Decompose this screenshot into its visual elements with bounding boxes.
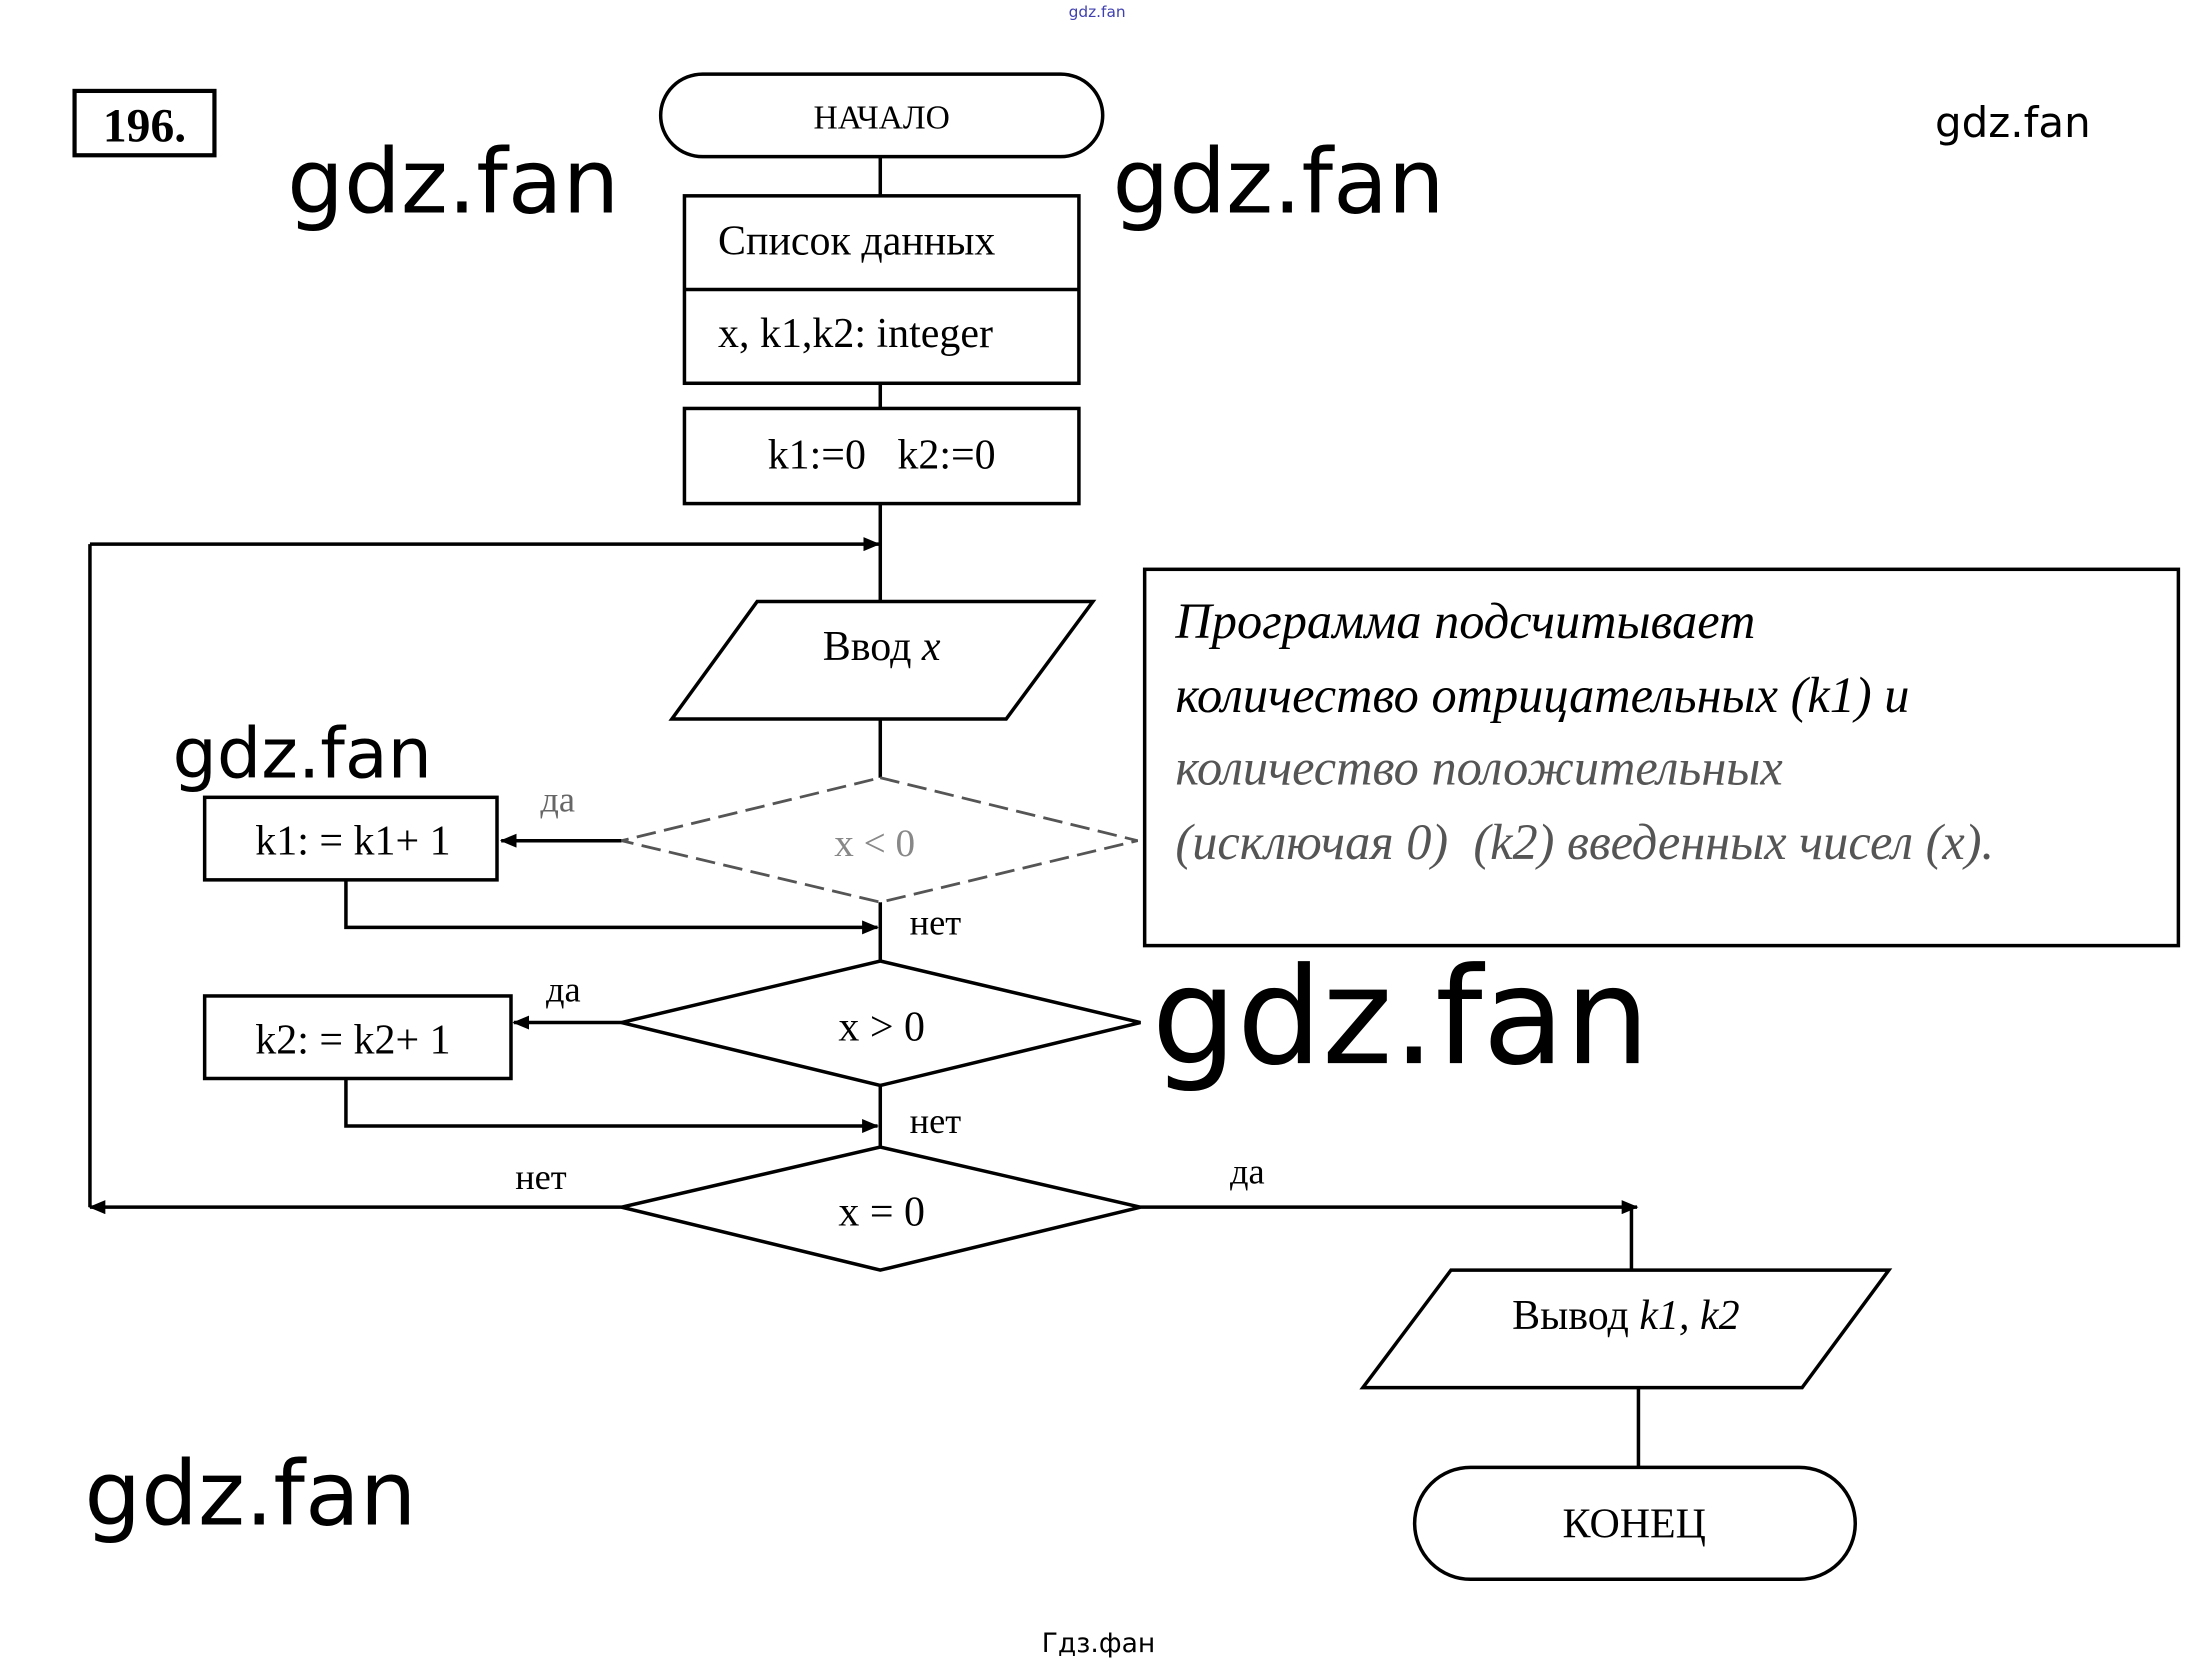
decision-negative-label: x < 0 (834, 822, 915, 865)
decision-negative (621, 776, 1138, 904)
decision-positive (621, 959, 1141, 1088)
end-terminal (1412, 1465, 1858, 1582)
task-number: 196. (103, 100, 186, 152)
increment-k1-block (202, 795, 499, 882)
explanation-line: Программа подсчитывает (1174, 593, 1755, 649)
decision-zero-label: x = 0 (838, 1189, 925, 1235)
watermark: gdz.fan (84, 1443, 416, 1547)
init-label: k1:=0 k2:=0 (768, 433, 996, 479)
yes-label: да (546, 970, 581, 1010)
explanation-line: количество отрицательных (k1) и (1175, 667, 1909, 723)
watermark-top: gdz.fan (1069, 3, 1126, 21)
watermark: gdz.fan (287, 131, 619, 235)
no-label: нет (910, 1101, 962, 1141)
init-block (682, 406, 1081, 506)
watermark: gdz.fan (1935, 98, 2091, 147)
yes-label: да (540, 779, 575, 819)
input-word: Ввод (823, 624, 912, 670)
output-block (1359, 1268, 1893, 1390)
input-block (668, 599, 1097, 721)
explanation-line: (исключая 0) (k2) введенных чисел (x). (1175, 814, 1994, 870)
watermark: gdz.fan (1112, 131, 1444, 235)
task-number-box (72, 88, 217, 158)
watermark-bottom: Гдз.фан (1042, 1628, 1156, 1659)
increment-k1-label: k1: = k1+ 1 (255, 819, 450, 865)
no-label: нет (910, 902, 962, 942)
branch-arrow (344, 879, 879, 935)
output-variables: k1, k2 (1639, 1293, 1739, 1339)
data-declaration: x, k1,k2: integer (718, 311, 993, 357)
data-header: Список данных (718, 219, 995, 265)
branch-arrow (344, 1078, 879, 1134)
input-variable: x (921, 624, 941, 670)
explanation-box (1142, 567, 2181, 948)
explanation-line: количество положительных (1175, 740, 1782, 796)
decision-positive-label: x > 0 (838, 1005, 925, 1051)
end-label: КОНЕЦ (1563, 1501, 1706, 1547)
input-label: Ввод x (823, 624, 941, 670)
start-label: НАЧАЛО (813, 100, 949, 137)
increment-k2-label: k2: = k2+ 1 (255, 1017, 450, 1063)
output-word: Вывод (1512, 1293, 1629, 1339)
watermark: gdz.fan (172, 714, 432, 795)
yes-label: да (1230, 1151, 1265, 1191)
decision-zero (621, 1145, 1141, 1272)
start-terminal (658, 72, 1105, 159)
output-label: Вывод k1, k2 (1512, 1293, 1740, 1339)
no-label: нет (515, 1157, 567, 1197)
watermark: gdz.fan (1152, 938, 1650, 1095)
increment-k2-block (202, 994, 513, 1081)
